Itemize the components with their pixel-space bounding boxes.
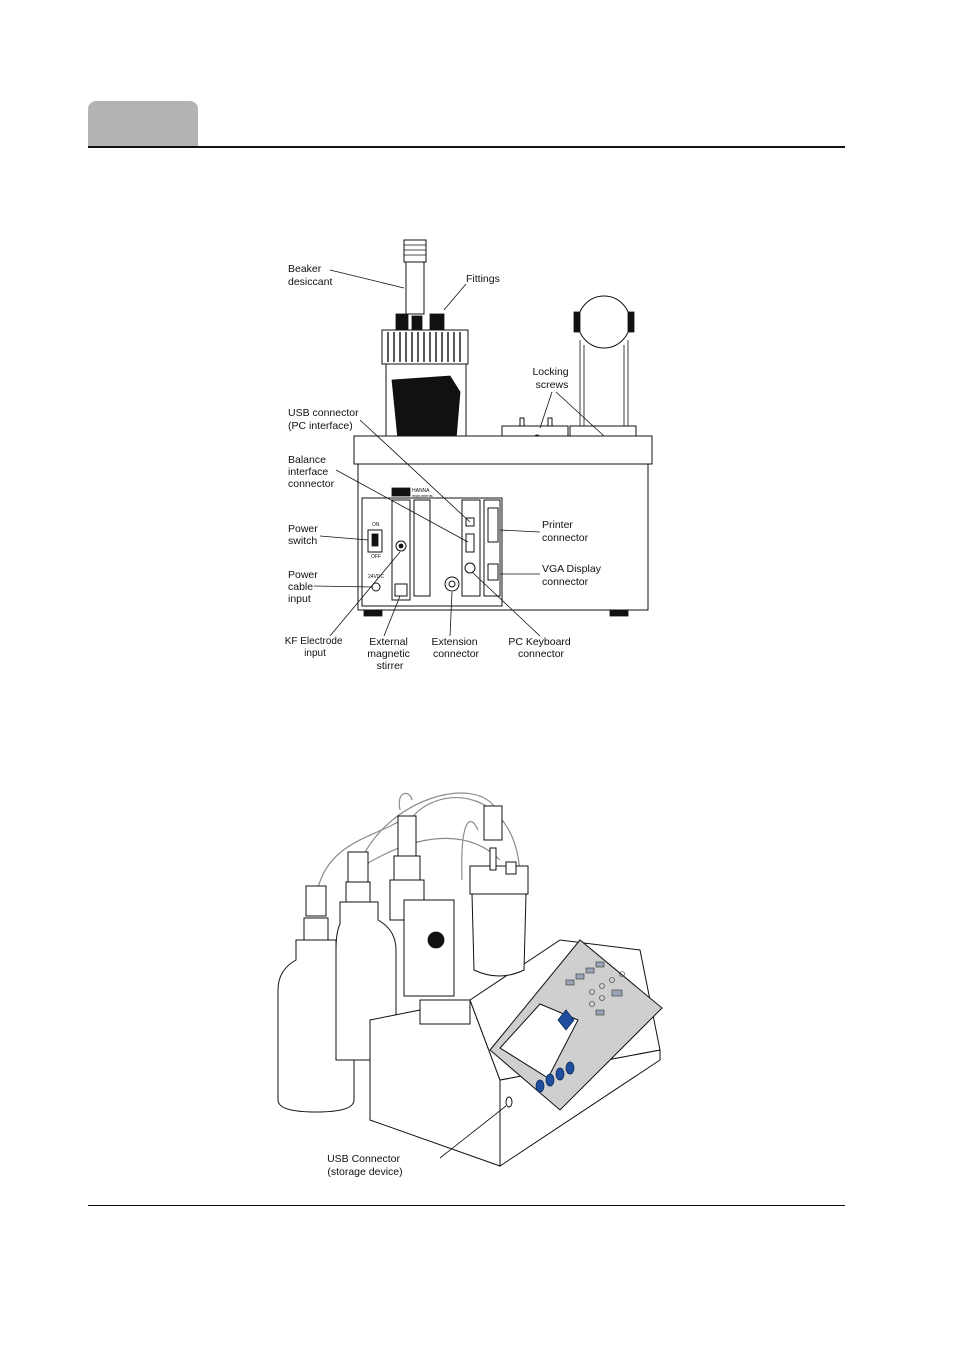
electrode-holder xyxy=(573,295,635,428)
label-fittings: Fittings xyxy=(466,273,500,285)
label-balance-interface: Balance interface connector xyxy=(288,454,335,490)
instrument-body: HANNA instruments ON OFF 24VDC xyxy=(353,435,653,617)
label-keyboard-connector: PC Keyboard connector xyxy=(508,636,573,660)
section-tab xyxy=(88,101,198,146)
footer-rule xyxy=(88,1205,845,1206)
panel-brand-sub: instruments xyxy=(412,493,433,498)
label-usb-connector: USB connector (PC interface) xyxy=(288,407,362,432)
label-extension-connector: Extension connector xyxy=(431,636,480,660)
label-power-cable: Power cable input xyxy=(288,569,321,605)
header-rule xyxy=(88,146,845,148)
label-power-switch: Power switch xyxy=(288,523,321,547)
label-usb-storage: USB Connector (storage device) xyxy=(327,1153,403,1178)
panel-on-mark: ON xyxy=(372,522,380,528)
label-external-stirrer: External magnetic stirrer xyxy=(367,636,413,672)
beaker-assembly xyxy=(381,239,469,455)
label-vga-connector: VGA Display connector xyxy=(542,563,604,588)
label-beaker-desiccant: Beaker desiccant xyxy=(288,263,332,288)
front-view-diagram xyxy=(277,792,663,1167)
panel-brand: HANNA xyxy=(412,488,430,494)
rear-view-leaders xyxy=(313,269,605,637)
panel-off-mark: OFF xyxy=(371,554,381,560)
label-kf-electrode: KF Electrode input xyxy=(285,636,346,659)
label-printer-connector: Printer connector xyxy=(542,519,589,544)
panel-voltage-mark: 24VDC xyxy=(368,574,385,580)
label-locking-screws: Locking screws xyxy=(532,366,571,391)
